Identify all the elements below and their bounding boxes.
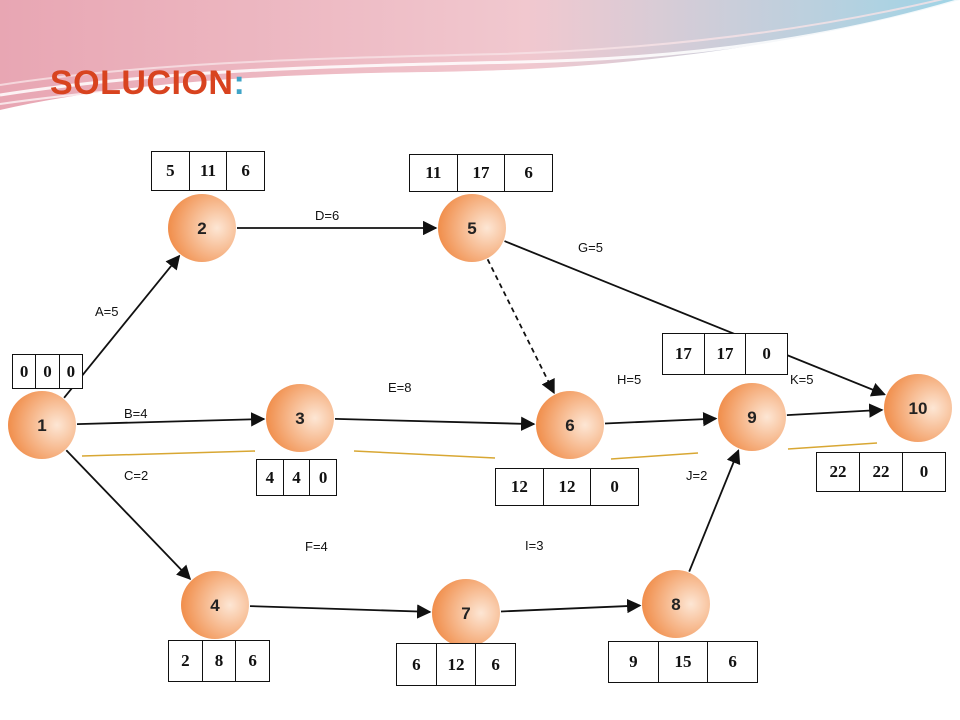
event-node-label-10: 10 [909,399,928,418]
time-table-cell: 6 [491,654,500,674]
critical-path-underline [610,452,699,460]
arrow-8-9 [688,449,741,572]
event-node-label-6: 6 [565,416,574,435]
time-table-cell: 6 [524,163,533,182]
activity-label-3-6: E=8 [388,380,412,395]
critical-path-underline [353,450,496,459]
arrow-6-9 [604,411,718,427]
arrow-3-6 [334,416,536,431]
activity-label-1-3: B=4 [124,406,148,421]
time-table-cell: 6 [728,652,737,671]
event-node-label-9: 9 [747,408,756,427]
arrow-1-2 [63,254,181,399]
time-table-cell: 8 [203,641,237,681]
time-table-cell: 6 [397,644,437,685]
arrow-5-10 [504,240,886,397]
title-colon: : [233,64,246,102]
event-node-label-4: 4 [210,596,220,615]
arrow-5-6 [486,258,555,395]
arrow-7-8 [500,598,642,614]
arrow-4-7 [249,604,432,619]
event-node-5 [438,194,506,262]
time-table-cell: 17 [705,334,747,374]
event-node-8 [642,570,710,638]
page-title: SOLUCION: [50,64,245,103]
event-node-label-8: 8 [671,595,680,614]
time-table-cell: 5 [152,152,190,190]
event-node-label-3: 3 [295,409,304,428]
activity-label-1-4: C=2 [124,468,148,483]
time-table-cell: 6 [241,161,250,180]
arrow-1-3 [76,412,266,427]
critical-path-underline [787,442,878,450]
event-node-label-1: 1 [37,416,46,435]
time-table-cell: 15 [659,642,709,682]
critical-path-underline [81,450,256,457]
time-table-cell: 22 [817,453,860,491]
time-table-cell: 12 [496,469,544,505]
title-text: SOLUCION [50,64,234,102]
event-node-6 [536,391,604,459]
time-table-cell: 0 [13,355,37,388]
time-table-cell: 2 [169,641,203,681]
time-table-cell: 12 [544,469,592,505]
activity-label-6-9: H=5 [617,372,641,387]
event-node-1 [8,391,76,459]
time-table-cell: 17 [458,155,506,191]
time-table-cell: 0 [610,477,619,496]
activity-label-8-9: J=2 [686,468,707,483]
time-table-cell: 0 [919,462,929,481]
arrow-9-10 [786,403,884,418]
event-node-10 [884,374,952,442]
event-node-label-5: 5 [467,219,476,238]
event-node-4 [181,571,249,639]
time-table-cell: 4 [257,460,284,495]
time-table-cell: 0 [66,361,76,381]
event-node-7 [432,579,500,647]
activity-label-5-10: G=5 [578,240,603,255]
activity-label-7-8: I=3 [525,538,543,553]
time-table-cell: 0 [762,344,771,363]
event-node-label-2: 2 [197,219,206,238]
event-node-3 [266,384,334,452]
activity-label-4-7: F=4 [305,539,328,554]
activity-label-1-2: A=5 [95,304,119,319]
activity-arrows [63,220,886,619]
event-node-label-7: 7 [461,604,470,623]
time-table-cell: 0 [36,355,60,388]
time-table-cell: 17 [663,334,705,374]
arrow-1-4 [65,449,192,581]
time-table-cell: 11 [190,152,228,190]
activity-labels: A=5B=4C=2 D=6E=8F=4 G=5H=5I=3 J=2 K=5 [95,208,814,554]
activity-label-2-5: D=6 [315,208,339,223]
header-banner [0,0,960,110]
time-table-cell: 6 [248,651,257,670]
time-table-cell: 4 [284,460,311,495]
time-table-cell: 11 [410,155,458,191]
time-table-cell: 22 [860,453,903,491]
event-node-2 [168,194,236,262]
time-table-cell: 0 [318,467,328,487]
time-table-cell: 9 [609,642,659,682]
event-node-9 [718,383,786,451]
time-table-cell: 12 [437,644,477,685]
critical-path-underlines [81,442,878,460]
activity-label-9-10: K=5 [790,372,814,387]
